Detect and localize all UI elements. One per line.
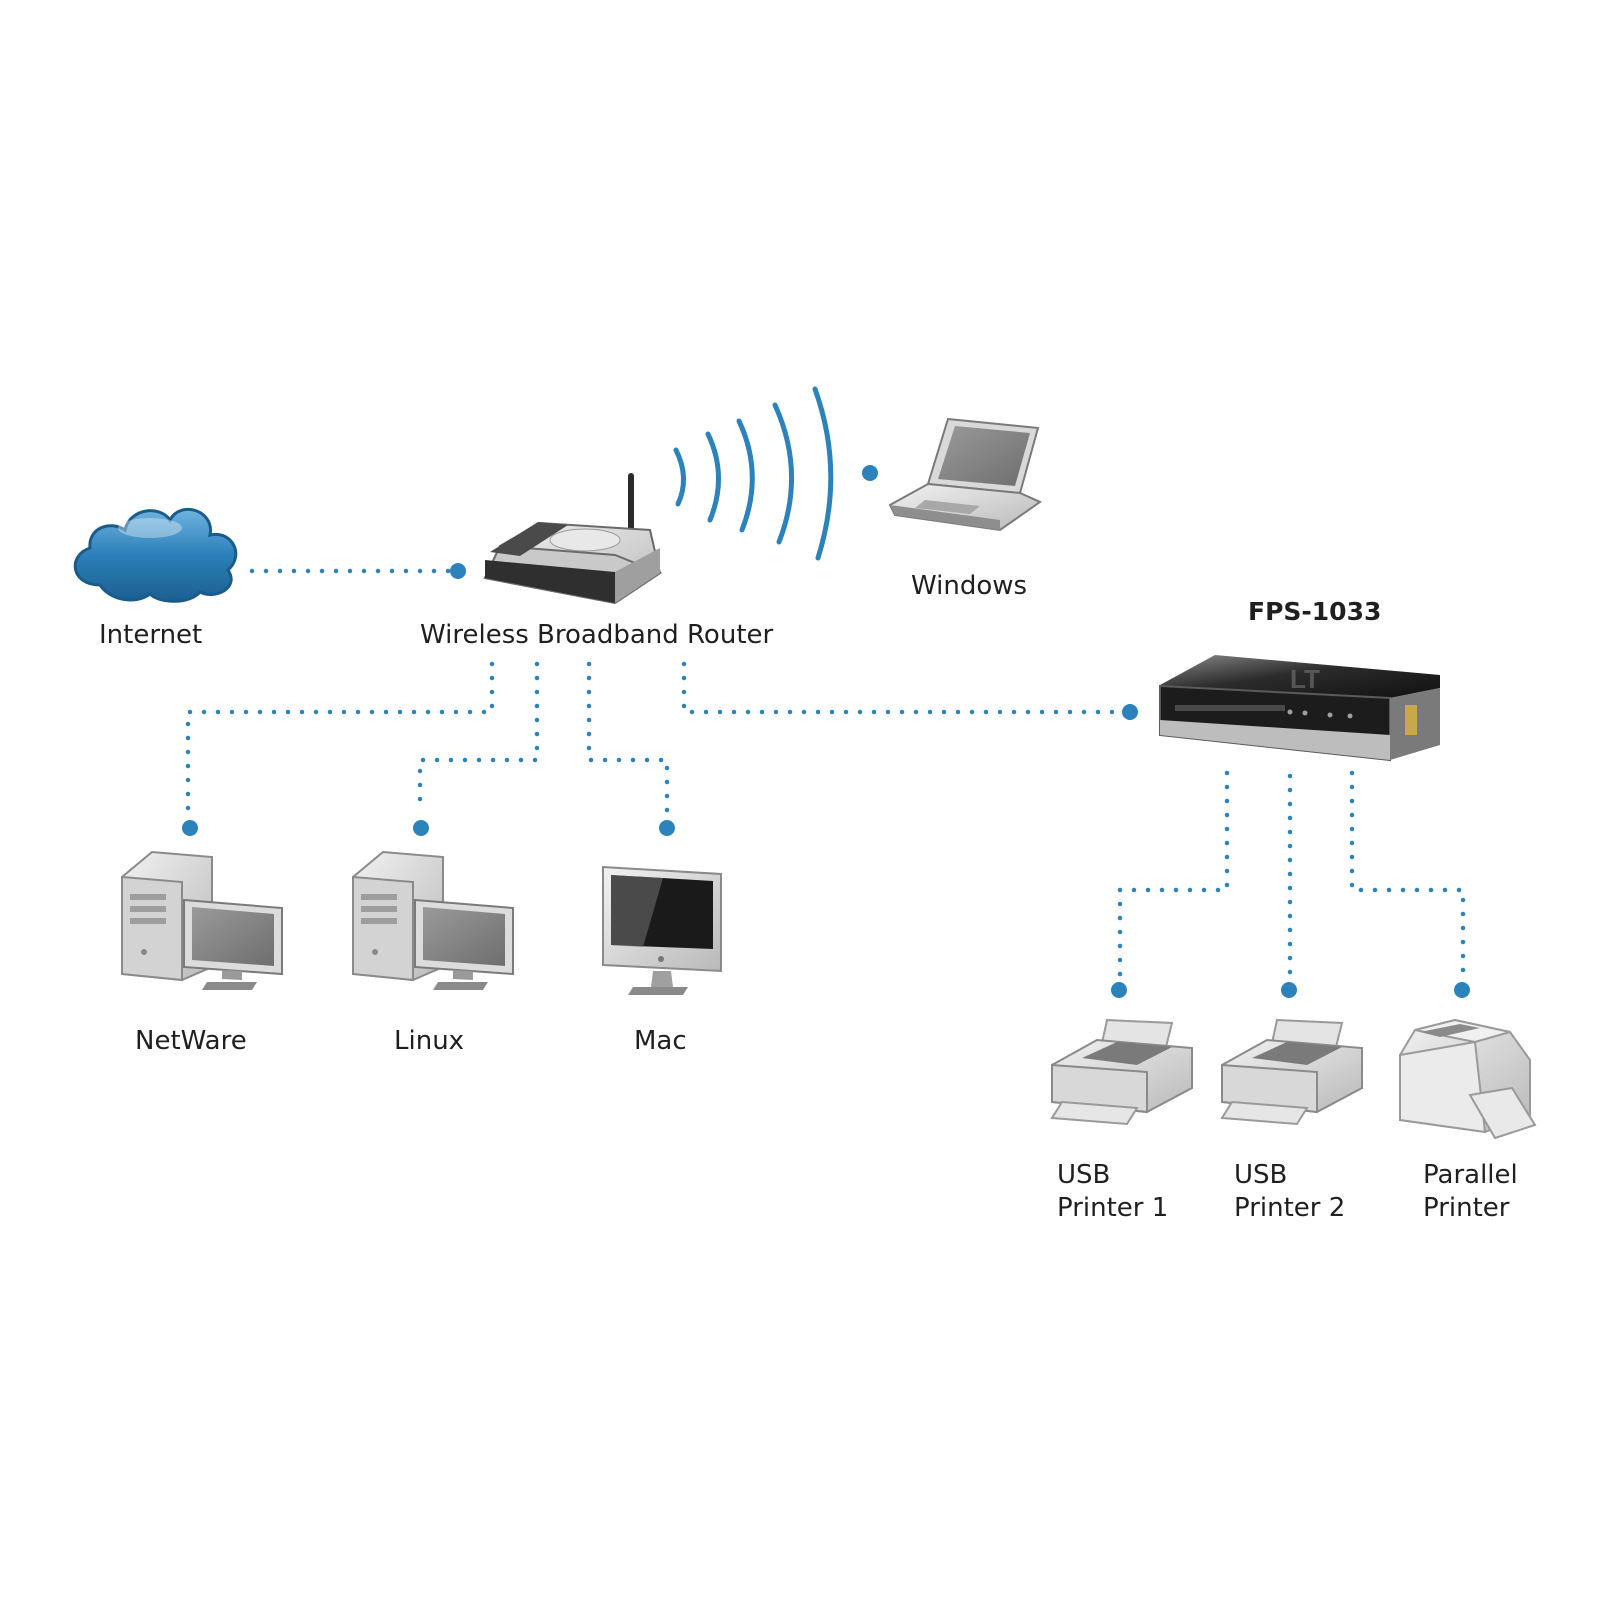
label-print-server: FPS-1033 xyxy=(1248,597,1382,626)
connection-endpoints xyxy=(182,465,1470,998)
print-server-icon: LT xyxy=(1159,655,1440,762)
endpoint-dot-netware xyxy=(182,820,198,836)
connections xyxy=(185,568,1466,983)
endpoint-dot-laptop xyxy=(862,465,878,481)
endpoint-dot-router xyxy=(450,563,466,579)
endpoint-dot-printserver xyxy=(1122,704,1138,720)
link-router-linux xyxy=(417,661,540,816)
endpoint-dot-usb1 xyxy=(1111,982,1127,998)
endpoint-dot-linux xyxy=(413,820,429,836)
endpoint-dot-parallel xyxy=(1454,982,1470,998)
desktop-pc-icon-netware xyxy=(121,850,283,990)
label-usb-printer-1-line1: USB xyxy=(1057,1160,1111,1190)
link-printserver-usb1 xyxy=(1117,770,1230,983)
label-windows: Windows xyxy=(911,571,1028,601)
label-netware: NetWare xyxy=(135,1026,247,1056)
link-router-printserver xyxy=(681,661,1123,715)
endpoint-dot-usb2 xyxy=(1281,982,1297,998)
label-usb-printer-2-line2: Printer 2 xyxy=(1234,1193,1346,1223)
label-usb-printer-2: USB Printer 2 xyxy=(1234,1159,1394,1225)
link-router-netware xyxy=(185,661,495,816)
label-linux: Linux xyxy=(394,1026,465,1056)
router-icon xyxy=(483,473,663,605)
label-internet: Internet xyxy=(99,620,203,650)
inkjet-printer-icon-usb1 xyxy=(1050,1018,1193,1126)
label-usb-printer-2-line1: USB xyxy=(1234,1160,1288,1190)
label-router: Wireless Broadband Router xyxy=(420,620,774,650)
label-usb-printer-1: USB Printer 1 xyxy=(1057,1159,1217,1225)
endpoint-dot-mac xyxy=(659,820,675,836)
label-parallel-printer-line1: Parallel xyxy=(1423,1160,1518,1190)
link-router-mac xyxy=(586,661,670,816)
laptop-icon xyxy=(888,417,1043,532)
inkjet-printer-icon-usb2 xyxy=(1220,1018,1363,1126)
wireless-signal-icon xyxy=(673,386,834,561)
label-parallel-printer-line2: Printer xyxy=(1423,1193,1510,1223)
desktop-pc-icon-linux xyxy=(352,850,514,990)
laser-printer-icon xyxy=(1399,1018,1537,1140)
print-server-logo: LT xyxy=(1290,664,1320,694)
label-usb-printer-1-line2: Printer 1 xyxy=(1057,1193,1169,1223)
label-mac: Mac xyxy=(634,1026,687,1056)
label-parallel-printer: Parallel Printer xyxy=(1423,1159,1583,1225)
imac-icon xyxy=(602,865,722,995)
cloud-icon xyxy=(73,507,238,603)
link-printserver-parallel xyxy=(1349,770,1466,983)
